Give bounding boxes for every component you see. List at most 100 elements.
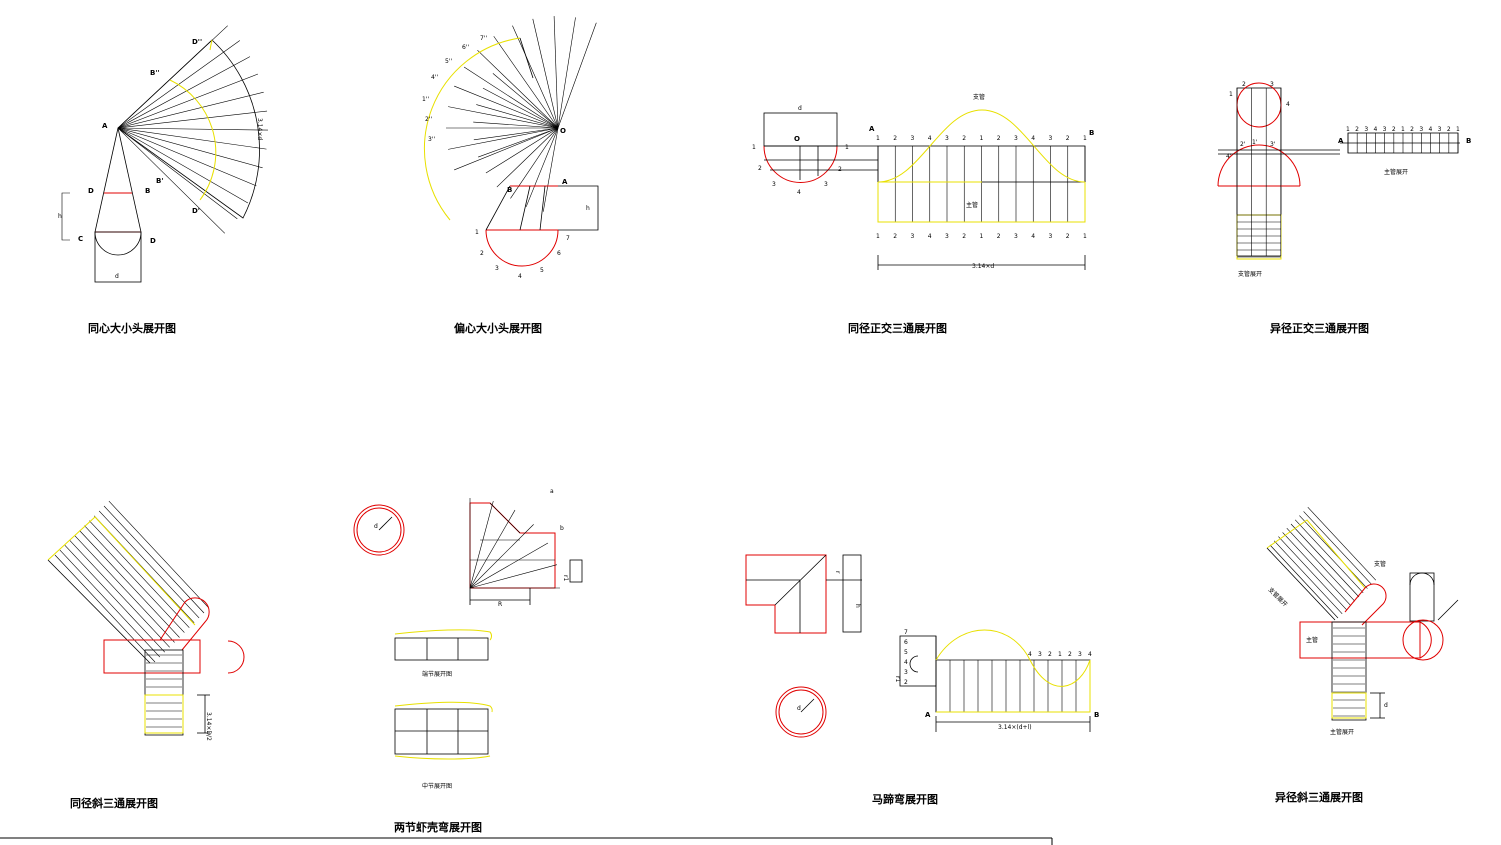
caption-reducing-tee: 异径正交三通展开图	[1270, 321, 1369, 335]
construction-line	[117, 127, 268, 131]
two-segment-elbow-drawing: d R r1 a b 端节展开图 中节展开图 两节虾壳弯展开图	[353, 488, 583, 834]
sequence-number: 3	[945, 135, 949, 142]
construction-line	[117, 73, 259, 129]
sequence-number: 3	[1364, 126, 1368, 133]
sequence-number: 4	[1374, 126, 1378, 133]
point-number-upper: 3''	[428, 136, 435, 143]
sequence-number: 2	[962, 135, 966, 142]
point-number: 2	[480, 250, 484, 257]
label-d: d	[798, 105, 802, 112]
sequence-number: 1	[1083, 135, 1087, 142]
sequence-number: 3	[1419, 126, 1423, 133]
sequence-number: 2	[1410, 126, 1414, 133]
label-2: 2	[758, 165, 762, 172]
sequence-number: 4	[928, 135, 932, 142]
label-B: B	[1466, 137, 1471, 145]
sequence-number: 1	[876, 135, 880, 142]
sequence-number: 2	[1068, 651, 1072, 658]
sequence-number: 5	[904, 649, 908, 656]
label-end-dev: 端节展开图	[422, 670, 452, 678]
label-h: h	[586, 205, 590, 212]
label-2b: 2	[838, 166, 842, 173]
construction-line	[1273, 540, 1343, 615]
point-number-upper: 7''	[480, 35, 487, 42]
label-main: 主管	[1306, 636, 1318, 644]
point-number: 1	[475, 229, 479, 236]
label-D-bottom: D	[150, 237, 156, 245]
label-d: d	[797, 705, 801, 712]
label-4: 4	[1286, 101, 1290, 108]
label-A: A	[869, 125, 875, 133]
caption-saddle-elbow: 马蹄弯展开图	[872, 792, 938, 806]
sequence-number: 4	[1031, 135, 1035, 142]
sequence-number: 2	[962, 233, 966, 240]
concentric-reducer-drawing: A B C D D d h D'' B'' B' D' 3.14×d 同心大小头…	[58, 25, 268, 335]
sequence-number: 2	[1392, 126, 1396, 133]
label-2: 2	[1242, 81, 1246, 88]
sequence-number: 3	[1383, 126, 1387, 133]
construction-line	[117, 127, 249, 204]
construction-line	[98, 510, 200, 619]
construction-line	[473, 121, 559, 129]
sequence-number: 2	[1048, 651, 1052, 658]
construction-line	[469, 509, 516, 589]
construction-line	[469, 564, 558, 589]
label-1p: 1'	[1252, 139, 1258, 146]
sequence-number: 3	[1014, 233, 1018, 240]
label-1: 1	[752, 144, 756, 151]
caption-two-segment-elbow: 两节虾壳弯展开图	[394, 820, 482, 834]
label-3: 3	[1270, 81, 1274, 88]
label-main-dev: 主管展开	[1330, 728, 1354, 736]
label-a: a	[550, 488, 554, 495]
label-d: d	[115, 273, 119, 280]
construction-line	[532, 18, 559, 129]
sequence-number: 7	[904, 629, 908, 636]
sequence-number: 3	[1049, 233, 1053, 240]
construction-line	[448, 106, 559, 129]
construction-line	[117, 91, 264, 129]
point-number: 5	[540, 267, 544, 274]
construction-line	[1294, 519, 1364, 594]
construction-line	[448, 127, 559, 150]
sequence-number: 2	[1447, 126, 1451, 133]
point-number-upper: 2''	[425, 116, 432, 123]
construction-line	[454, 127, 559, 171]
sequence-number: 2	[904, 679, 908, 686]
label-D2: D''	[192, 38, 202, 46]
sequence-number: 4	[928, 233, 932, 240]
label-r: r	[834, 571, 841, 574]
construction-line	[74, 535, 175, 643]
label-B: B	[1094, 711, 1099, 719]
label-4p: 4'	[1226, 153, 1232, 160]
caption-equal-tee: 同径正交三通展开图	[848, 321, 947, 335]
construction-line	[557, 17, 576, 129]
construction-line	[525, 127, 559, 207]
point-number: 7	[566, 235, 570, 242]
label-B: B	[507, 186, 512, 194]
construction-line	[117, 40, 240, 129]
sequence-number: 3	[1438, 126, 1442, 133]
construction-line	[103, 505, 205, 614]
label-B: B	[145, 187, 150, 195]
sequence-number: 1	[1456, 126, 1460, 133]
sequence-number: 3	[1014, 135, 1018, 142]
sequence-number: 3	[1038, 651, 1042, 658]
construction-line	[1269, 544, 1339, 619]
label-branch: 支管	[973, 93, 985, 101]
point-number: 4	[518, 273, 522, 280]
sequence-number: 4	[904, 659, 908, 666]
construction-line	[469, 500, 494, 589]
point-number-upper: 5''	[445, 58, 452, 65]
construction-line	[482, 87, 559, 129]
label-branch-dev: 支管展开	[1238, 270, 1262, 278]
construction-line	[117, 127, 226, 234]
construction-line	[79, 530, 180, 638]
label-circumference: 3.14×d	[972, 263, 994, 270]
label-3p: 3'	[1270, 141, 1276, 148]
label-3b: 3	[824, 181, 828, 188]
label-r1: r1	[562, 575, 569, 581]
construction-line	[117, 127, 238, 220]
sequence-number: 2	[1066, 135, 1070, 142]
